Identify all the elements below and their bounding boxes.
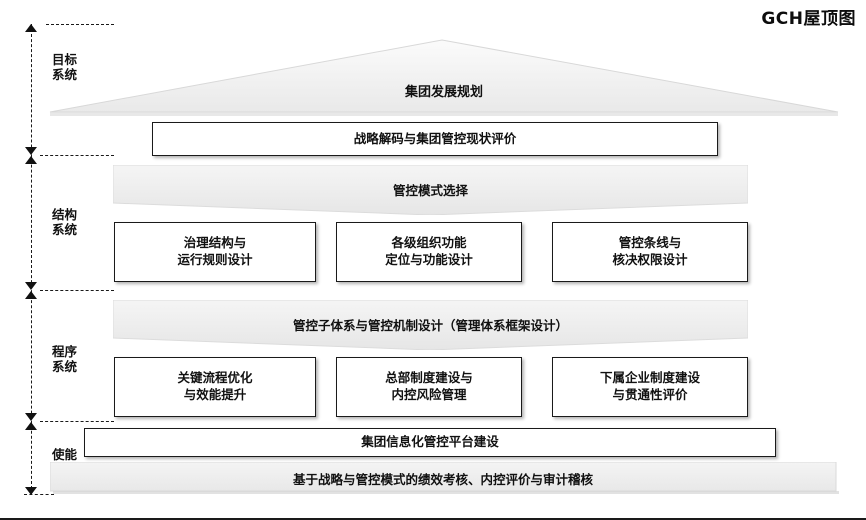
axis-arrow-down-bottom [25, 487, 37, 495]
band-divider-1 [40, 155, 114, 156]
procedure-box-2[interactable]: 总部制度建设与 内控风险管理 [336, 357, 522, 417]
procedure-box-1[interactable]: 关键流程优化 与效能提升 [114, 357, 316, 417]
control-mode-banner[interactable]: 管控模式选择 [112, 164, 749, 216]
band-label-structure: 结构 系统 [52, 207, 78, 238]
chevron-banner-shape-icon-2 [112, 299, 749, 351]
axis-arrow-up-2 [25, 291, 37, 299]
strategy-decoding-box[interactable]: 战略解码与集团管控现状评价 [152, 122, 718, 156]
band-divider-3 [40, 421, 114, 422]
information-platform-box[interactable]: 集团信息化管控平台建设 [84, 428, 776, 457]
control-mode-banner-label: 管控模式选择 [392, 183, 468, 198]
chevron-banner-shape-icon [112, 164, 749, 216]
control-subsystem-banner-label: 管控子体系与管控机制设计（管理体系框架设计） [292, 318, 568, 333]
band-axis-line [31, 24, 32, 494]
page-title: GCH屋顶图 [761, 9, 856, 29]
band-divider-top [46, 24, 114, 25]
band-divider-bottom [24, 494, 54, 495]
performance-audit-banner[interactable]: 基于战略与管控模式的绩效考核、内控评价与审计稽核 [49, 461, 840, 494]
axis-arrow-down-2 [25, 282, 37, 290]
axis-arrow-down-3 [25, 413, 37, 421]
structure-box-2[interactable]: 各级组织功能 定位与功能设计 [336, 222, 522, 282]
performance-audit-banner-label: 基于战略与管控模式的绩效考核、内控评价与审计稽核 [292, 472, 593, 487]
axis-arrow-up-1 [25, 156, 37, 164]
roof-triangle-icon [49, 39, 839, 116]
roof-label: 集团发展规划 [404, 85, 483, 100]
axis-arrow-up-top [25, 24, 37, 32]
band-label-procedure: 程序 系统 [52, 344, 78, 375]
axis-arrow-up-3 [25, 422, 37, 430]
structure-box-3[interactable]: 管控条线与 核决权限设计 [552, 222, 748, 282]
band-label-goal: 目标 系统 [52, 52, 78, 83]
axis-arrow-down-1 [25, 147, 37, 155]
structure-box-1[interactable]: 治理结构与 运行规则设计 [114, 222, 316, 282]
roof-shape: 集团发展规划 [46, 38, 842, 118]
band-divider-2 [40, 290, 114, 291]
foundation-banner-shape-icon [49, 461, 839, 494]
control-subsystem-banner[interactable]: 管控子体系与管控机制设计（管理体系框架设计） [112, 299, 749, 351]
procedure-box-3[interactable]: 下属企业制度建设 与贯通性评价 [552, 357, 748, 417]
